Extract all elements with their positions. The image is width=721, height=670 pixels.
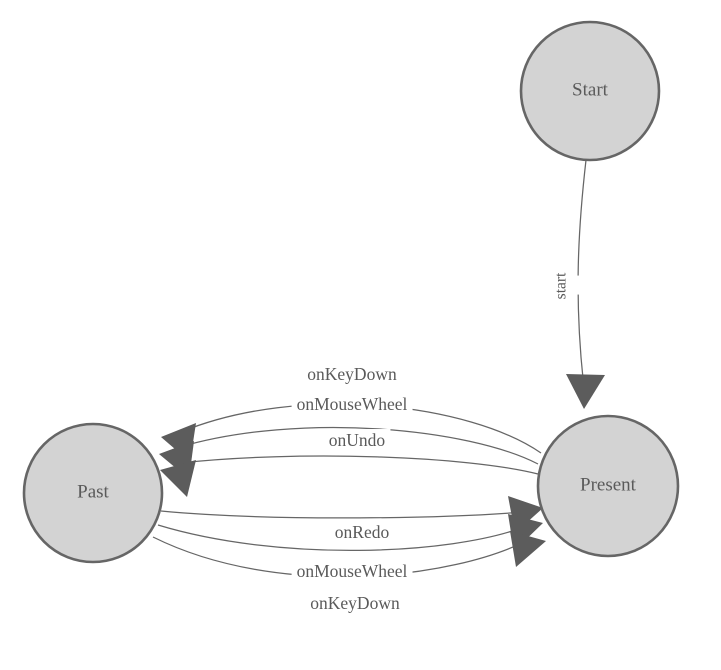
edge-label-past-to-present-onkeydown: onKeyDown <box>310 593 400 613</box>
edge-label-halo-layer <box>291 275 582 615</box>
node-past[interactable]: Past <box>22 422 164 564</box>
node-past-circle[interactable] <box>22 422 164 564</box>
node-past-label: Past <box>77 481 109 502</box>
edge-label-past-to-present-onredo: onRedo <box>335 522 390 542</box>
arrowhead-icon-past-onundo <box>160 460 196 497</box>
edge-present-to-past-onundo[interactable] <box>179 455 539 475</box>
arrowhead-layer <box>159 374 605 567</box>
edge-past-to-present-onmousewheel[interactable] <box>157 524 525 551</box>
edge-label-halo <box>329 521 395 544</box>
edge-label-present-to-past-onkeydown: onKeyDown <box>307 364 397 384</box>
edge-label-present-to-past-onmousewheel: onMouseWheel <box>297 394 408 414</box>
edge-label-halo <box>291 393 413 416</box>
edge-label-halo <box>543 275 582 295</box>
node-present[interactable]: Present <box>536 414 680 558</box>
edge-label-halo <box>305 592 405 615</box>
edge-layer <box>152 159 587 578</box>
edge-label-halo <box>323 429 391 452</box>
arrowhead-icon-start-present <box>566 374 605 409</box>
edge-start-to-present[interactable] <box>577 159 587 389</box>
edge-label-past-to-present-onmousewheel: onMouseWheel <box>297 561 408 581</box>
edge-label-layer: start onKeyDown onMouseWheel onUndo onRe… <box>297 272 570 613</box>
edge-past-to-present-onredo[interactable] <box>160 510 524 519</box>
edge-label-halo <box>291 560 413 583</box>
edge-present-to-past-onmousewheel[interactable] <box>179 426 539 465</box>
edge-label-start: start <box>553 272 570 299</box>
edge-label-present-to-past-onundo: onUndo <box>329 430 386 450</box>
node-start-label: Start <box>572 79 609 100</box>
node-present-label: Present <box>580 474 637 495</box>
node-start[interactable]: Start <box>519 20 661 162</box>
edge-label-halo <box>302 363 402 386</box>
node-start-circle[interactable] <box>519 20 661 162</box>
node-present-circle[interactable] <box>536 414 680 558</box>
arrowhead-icon-present-onkeydown <box>510 531 546 567</box>
